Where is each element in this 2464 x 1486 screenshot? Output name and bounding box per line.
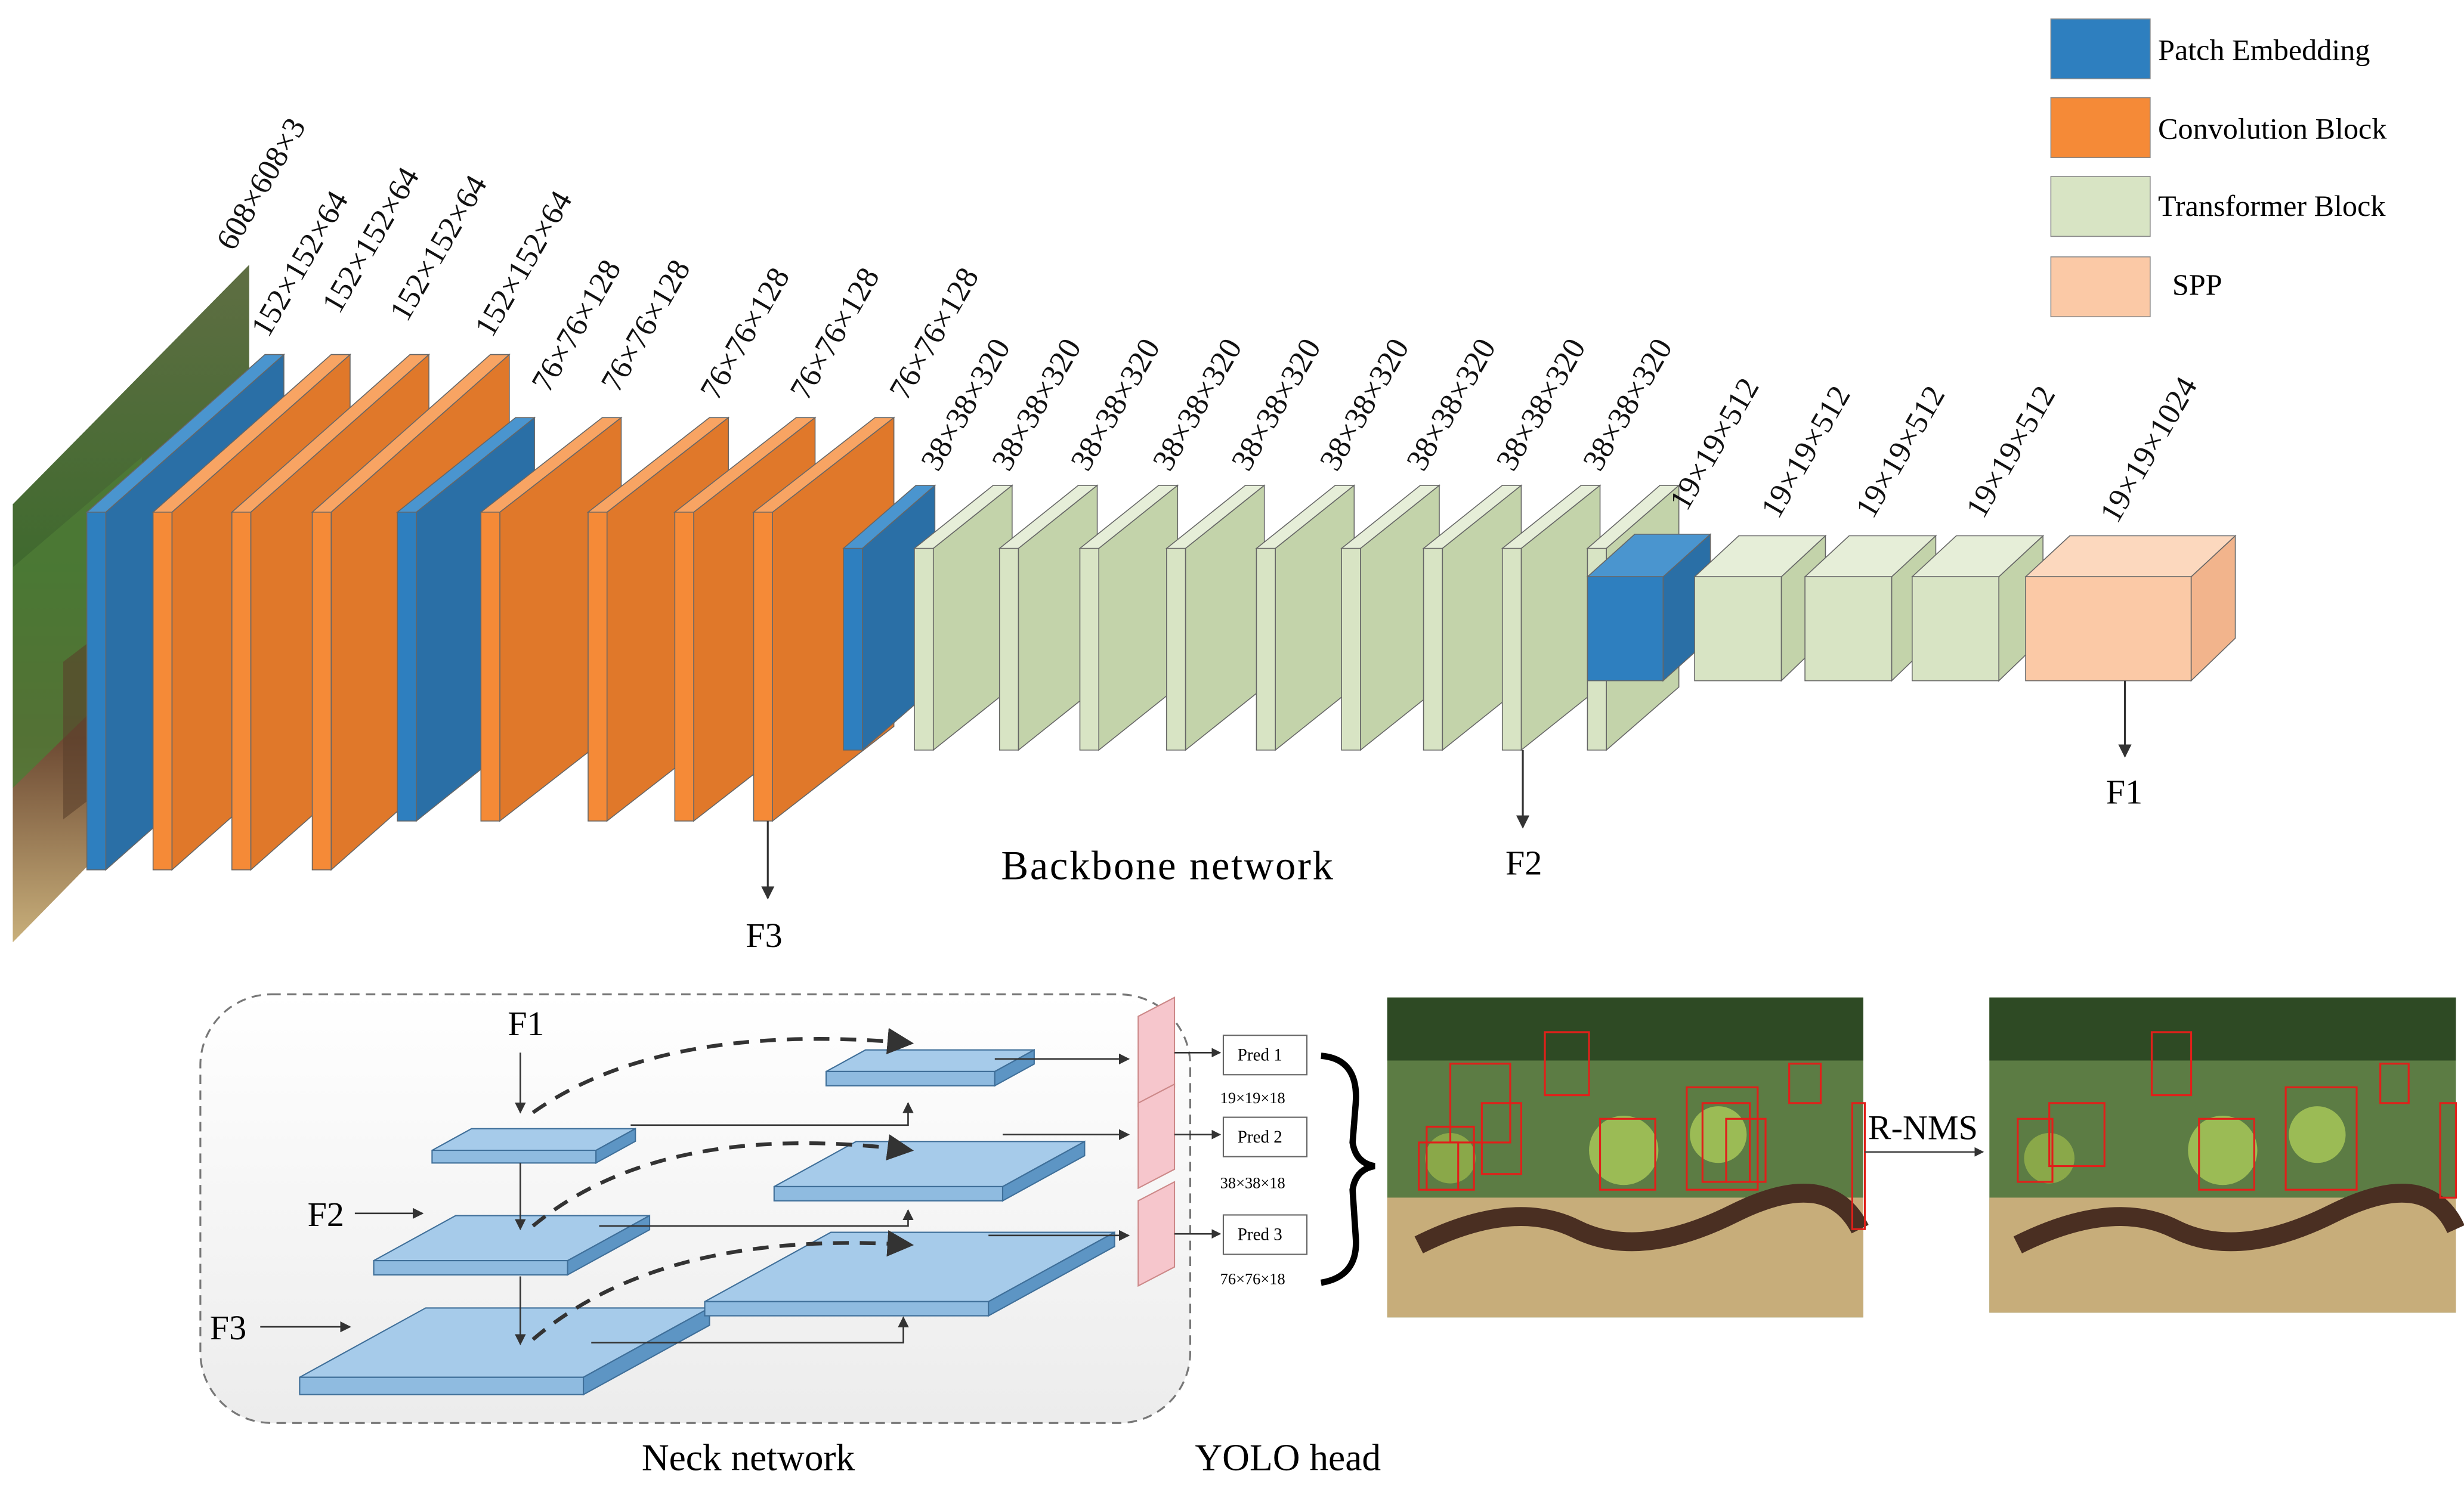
backbone-block-13-front xyxy=(1166,547,1186,751)
backbone-block-16-front xyxy=(1423,547,1443,751)
backbone-block-10-front xyxy=(914,547,934,751)
yolo-head: Pred 1 Pred 2 Pred 3 19×19×18 38×38×18 7… xyxy=(1137,996,1375,1288)
pred-1-box xyxy=(1222,1035,1308,1076)
neck-arrow-lateral-1 xyxy=(630,1101,914,1126)
backbone-block-4-front xyxy=(397,512,417,822)
legend-label-patch: Patch Embedding xyxy=(2158,33,2370,66)
detection-image-raw xyxy=(1387,997,1869,1318)
backbone-block-23-front xyxy=(2025,576,2192,682)
yolo-head-title: YOLO head xyxy=(1195,1437,1381,1479)
neck-title: Neck network xyxy=(642,1437,855,1479)
backbone-output-f2: F2 xyxy=(1505,844,1542,883)
neck-left-plate-3-side xyxy=(583,1307,710,1396)
neck-left-plate-1-side xyxy=(595,1127,636,1165)
backbone-block-21-front xyxy=(1804,576,1893,682)
backbone-block-1-front xyxy=(152,512,173,871)
neck-right-plate-1-front xyxy=(825,1070,996,1086)
neck-right-plate-2-side xyxy=(1001,1140,1086,1202)
backbone-block-2-front xyxy=(231,512,252,871)
neck-right-plate-2-front xyxy=(773,1185,1004,1202)
neck-left-plate-2-front xyxy=(373,1260,568,1276)
neck-input-f3: F3 xyxy=(210,1308,246,1347)
head-conv-2 xyxy=(1137,1083,1176,1190)
backbone-block-19-front xyxy=(1587,576,1664,682)
neck-skip-1 xyxy=(531,1027,914,1114)
head-conv-3 xyxy=(1137,1181,1176,1287)
neck-network xyxy=(260,1027,1130,1396)
backbone-block-8-label: 76×76×128 xyxy=(783,262,886,405)
neck-arrow-lateral-2 xyxy=(599,1209,914,1227)
legend-label-conv: Convolution Block xyxy=(2158,112,2387,145)
pred-3-box xyxy=(1222,1214,1308,1255)
neck-right-plate-3-side xyxy=(988,1231,1115,1317)
backbone-block-7-label: 76×76×128 xyxy=(694,262,797,405)
backbone-block-19-label: 19×19×512 xyxy=(1663,372,1766,516)
pred-2-label: Pred 2 xyxy=(1238,1128,1282,1147)
backbone-network: 152×152×64152×152×64152×152×64152×152×64… xyxy=(85,162,2237,871)
neck-left-plate-2-side xyxy=(567,1214,651,1276)
neck-skip-2 xyxy=(531,1134,914,1228)
rnms-label: R-NMS xyxy=(1868,1109,1978,1147)
backbone-block-17-label: 38×38×320 xyxy=(1489,333,1593,476)
backbone-block-7-front xyxy=(674,512,694,822)
backbone-block-14-front xyxy=(1256,547,1276,751)
backbone-block-0-front xyxy=(86,512,107,871)
backbone-block-21-label: 19×19×512 xyxy=(1849,380,1952,524)
backbone-block-16-label: 38×38×320 xyxy=(1400,333,1503,476)
backbone-block-3-front xyxy=(311,512,332,871)
backbone-block-12-front xyxy=(1079,547,1099,751)
pred-2-size: 38×38×18 xyxy=(1220,1174,1285,1192)
neck-left-plate-3-front xyxy=(299,1376,585,1395)
backbone-block-11-front xyxy=(998,547,1019,751)
legend-label-spp: SPP xyxy=(2172,268,2222,301)
legend-swatch-patch xyxy=(2050,18,2151,79)
neck-right-plate-3-front xyxy=(704,1301,990,1317)
pred-1-label: Pred 1 xyxy=(1238,1045,1282,1064)
backbone-block-15-label: 38×38×320 xyxy=(1313,333,1416,476)
detection-image-final xyxy=(1989,997,2464,1313)
neck-input-f1: F1 xyxy=(508,1004,544,1043)
legend-swatch-spp xyxy=(2050,256,2151,317)
pred-3-label: Pred 3 xyxy=(1238,1225,1282,1244)
backbone-block-5-front xyxy=(480,512,500,822)
backbone-output-f1: F1 xyxy=(2106,773,2143,812)
legend: Patch Embedding Convolution Block Transf… xyxy=(2050,18,2387,317)
head-merge-brace xyxy=(1320,1052,1375,1286)
backbone-block-23-label: 19×19×1024 xyxy=(2093,371,2204,528)
backbone-output-f3: F3 xyxy=(746,916,782,955)
backbone-block-22-label: 19×19×512 xyxy=(1959,380,2063,524)
pred-2-box xyxy=(1222,1116,1308,1157)
backbone-title: Backbone network xyxy=(1001,843,1334,888)
backbone-block-20-label: 19×19×512 xyxy=(1754,380,1857,524)
backbone-block-9-front xyxy=(843,547,863,751)
backbone-block-20-front xyxy=(1694,576,1782,682)
neck-arrow-lateral-3 xyxy=(591,1316,909,1343)
pred-3-size: 76×76×18 xyxy=(1220,1270,1285,1288)
pred-1-size: 19×19×18 xyxy=(1220,1089,1285,1107)
legend-label-trans: Transformer Block xyxy=(2158,189,2386,222)
legend-swatch-conv xyxy=(2050,97,2151,159)
neck-input-f2: F2 xyxy=(308,1195,344,1234)
backbone-block-8-front xyxy=(753,512,773,822)
backbone-block-15-front xyxy=(1341,547,1361,751)
legend-swatch-trans xyxy=(2050,176,2151,237)
backbone-block-18-label: 38×38×320 xyxy=(1576,333,1680,476)
backbone-block-6-front xyxy=(588,512,608,822)
neck-left-plate-1-front xyxy=(431,1150,597,1164)
backbone-block-22-front xyxy=(1912,576,1999,682)
neck-skip-3 xyxy=(531,1230,914,1341)
backbone-output-arrows xyxy=(761,680,2132,900)
backbone-block-17-front xyxy=(1501,547,1522,751)
